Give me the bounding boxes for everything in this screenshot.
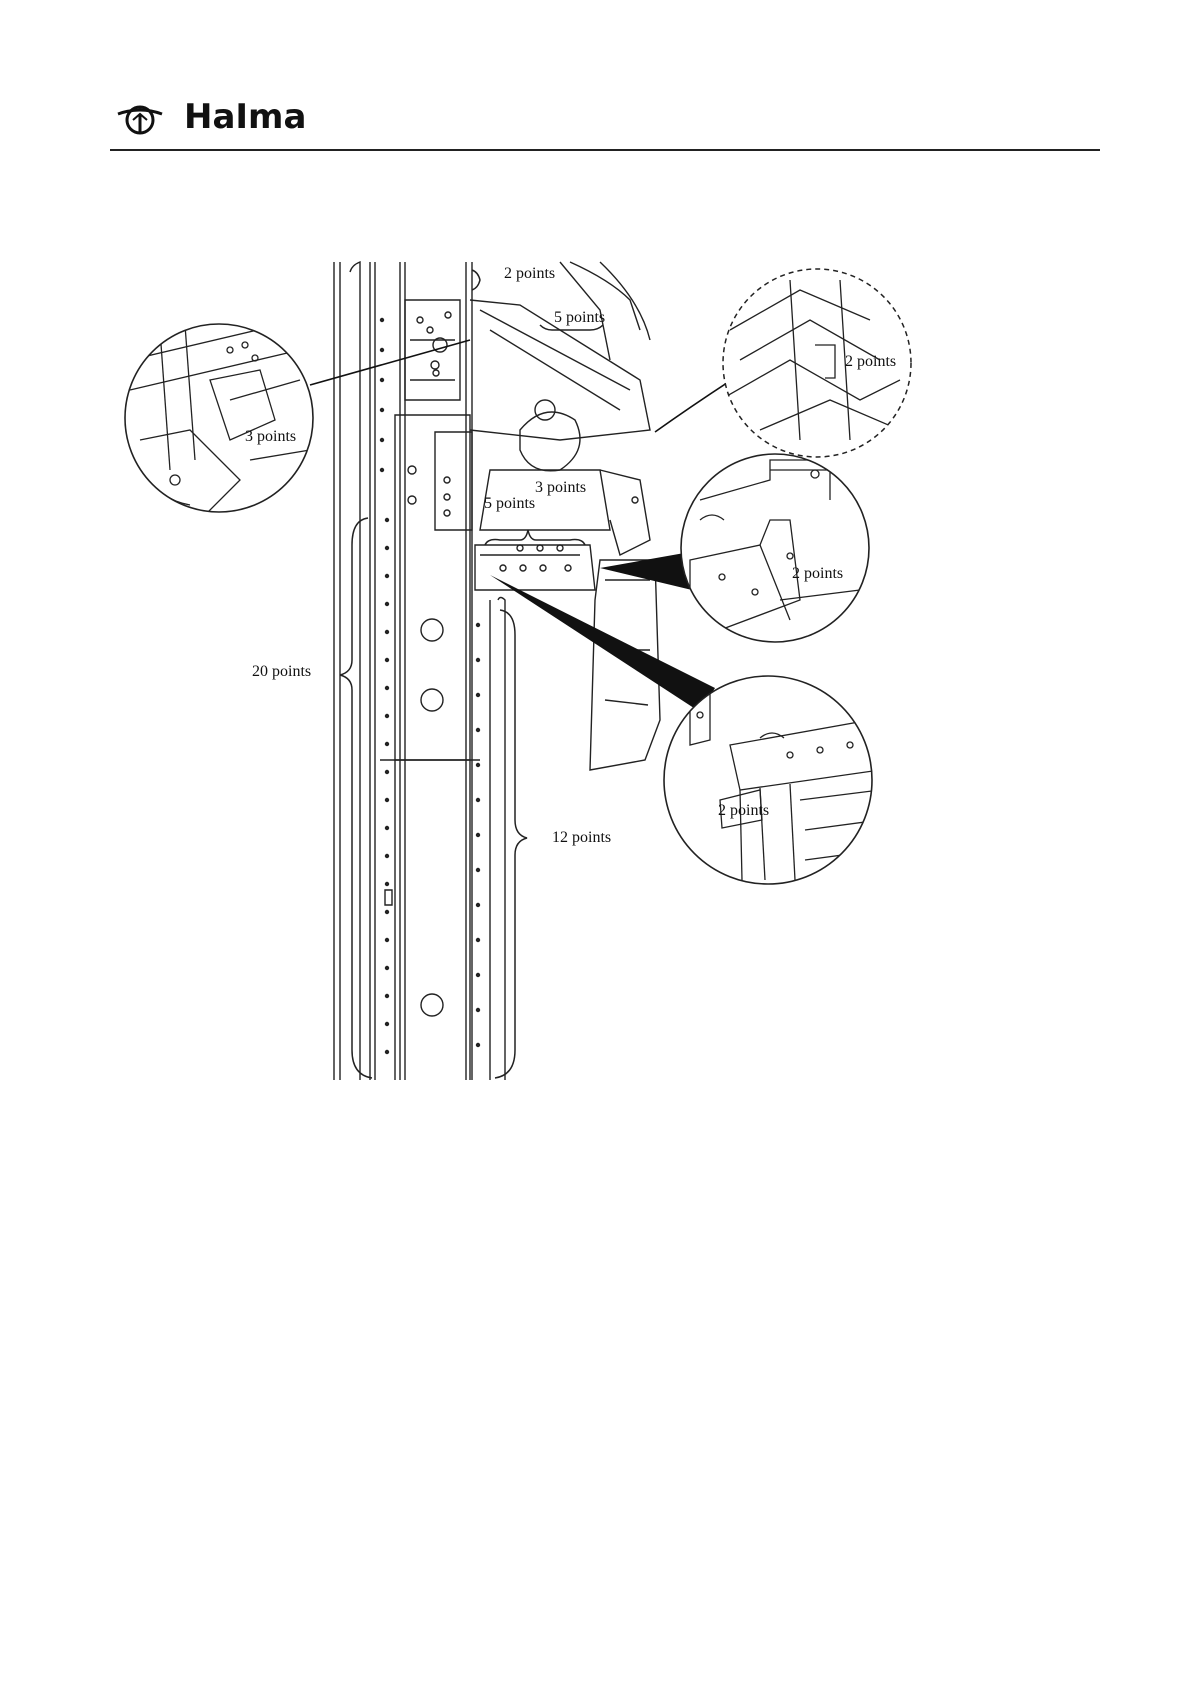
detail-circle-lower-right — [664, 676, 880, 884]
rocker-panel-drawing — [334, 262, 660, 1080]
callout-left-brace-20: 20 points — [252, 663, 311, 680]
detail-circle-mid-right — [681, 454, 869, 642]
callout-top-5: 5 points — [554, 309, 605, 326]
callout-left-detail-3: 3 points — [245, 428, 296, 445]
callout-right-brace-12: 12 points — [552, 829, 611, 846]
pointer-wedges — [490, 552, 715, 712]
callout-right-mid-detail-2: 2 points — [792, 565, 843, 582]
callout-right-detail-2: 2 points — [845, 353, 896, 370]
callout-top-2: 2 points — [504, 265, 555, 282]
callout-mid-3: 3 points — [535, 479, 586, 496]
detail-circle-left — [125, 320, 313, 520]
callout-right-lower-detail-2: 2 points — [718, 802, 769, 819]
callout-mid-5: 5 points — [484, 495, 535, 512]
